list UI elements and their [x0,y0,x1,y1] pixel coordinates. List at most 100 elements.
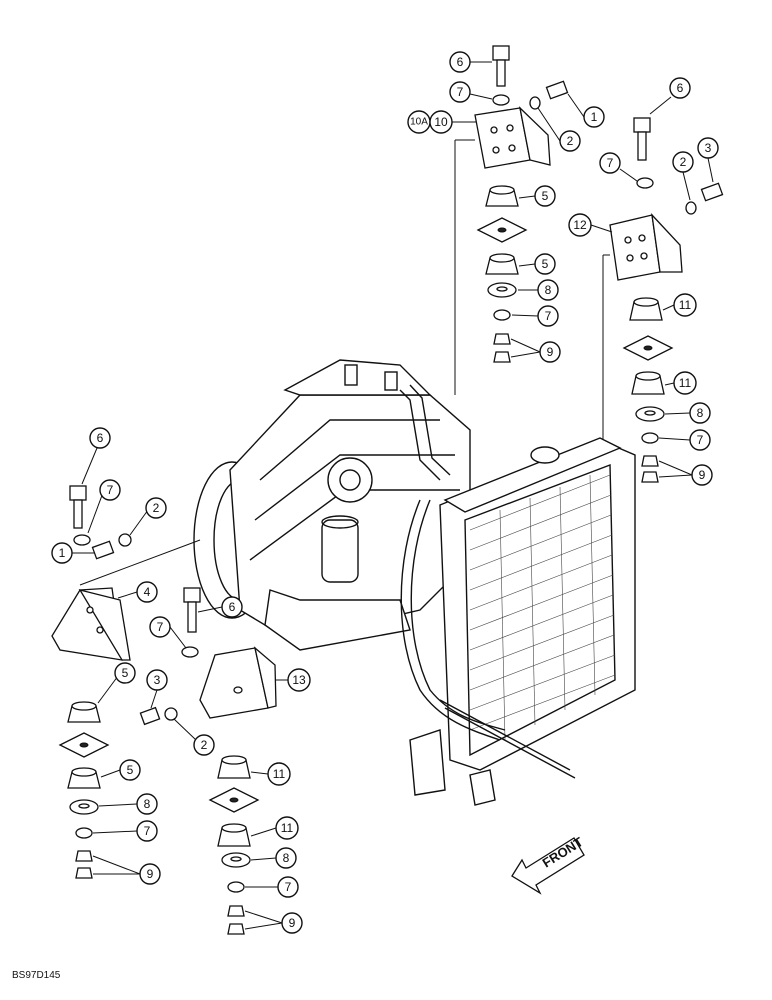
callout: 6 [669,77,691,99]
washer [641,432,659,444]
callout-label: 5 [542,257,549,271]
callout: 11 [673,293,697,317]
nut [75,867,93,879]
callout: 11 [275,816,299,840]
nut [641,455,659,467]
nut [75,850,93,862]
callout: 13 [287,668,311,692]
radiator-bottom-bracket [409,729,446,796]
nut [493,351,511,363]
callout-label: 10A [410,117,428,128]
callout-label: 11 [679,376,692,390]
callout: 9 [539,341,561,363]
callout: 6 [449,51,471,73]
washer [75,827,93,839]
callout: 7 [689,429,711,451]
bolt [91,540,115,560]
callout-label: 6 [229,600,236,614]
callout-label: 3 [705,141,712,155]
callout: 5 [119,759,141,781]
callout: 7 [277,876,299,898]
callout: 2 [559,130,581,152]
callout: 9 [281,912,303,934]
bolt-shank [187,601,197,633]
washer [685,201,697,215]
callout-label: 8 [283,851,290,865]
callout-label: 2 [201,738,208,752]
callout-label: 7 [107,483,114,497]
callout-label: 3 [154,673,161,687]
callout: 8 [136,793,158,815]
engine-assembly [193,359,636,806]
callout-label: 11 [679,298,692,312]
bolt [139,706,161,726]
turbocharger [327,457,373,503]
callout: 1 [583,106,605,128]
callout-label: 13 [292,673,306,687]
mount-parts-center-lower [139,587,277,935]
callout-label: 7 [697,433,704,447]
callout-label: 2 [153,501,160,515]
oil-filter [321,519,359,583]
washer [181,646,199,658]
callout: 5 [534,253,556,275]
callout: 11 [673,371,697,395]
callout-label: 8 [545,283,552,297]
callout-label: 5 [127,763,134,777]
callout-label: 7 [157,620,164,634]
callout-label: 6 [677,81,684,95]
callout-label: 12 [573,218,587,232]
callout-label: 9 [289,916,296,930]
callout: 2 [672,151,694,173]
nut [227,923,245,935]
washer [636,177,654,189]
bolt-head [633,117,651,133]
callout: 7 [149,616,171,638]
mount-parts-left [51,485,201,879]
callout: 6 [89,427,111,449]
figure-reference-code: BS97D145 [12,970,61,981]
callout: 2 [193,734,215,756]
washer [118,533,132,547]
callout: 3 [697,137,719,159]
bolt-head [69,485,87,501]
callout-leaders [72,61,714,930]
callout-label: 7 [607,156,614,170]
callout: 6 [221,596,243,618]
callout: 2 [145,497,167,519]
callout: 3 [146,669,168,691]
callout-label: 7 [545,309,552,323]
front-arrow-icon [511,837,585,895]
callout: 10A [407,110,431,134]
bolt-head [492,45,510,61]
washer [529,96,541,110]
callout-label: 9 [699,468,706,482]
oil-pan [264,589,411,651]
callout-label: 6 [457,55,464,69]
washer [164,707,178,721]
callout: 7 [136,820,158,842]
callout-label: 11 [273,767,286,781]
bolt [700,182,724,202]
bolt-shank [496,59,506,87]
nut [227,905,245,917]
nut [493,333,511,345]
radiator-core-hatching [469,474,616,741]
washer [73,534,91,546]
callout-label: 5 [542,189,549,203]
callout: 10 [429,110,453,134]
bolt-head [183,587,201,603]
mount-parts-top-right [602,117,724,483]
callout: 9 [691,464,713,486]
callout: 7 [537,305,559,327]
callout: 8 [689,402,711,424]
callout-label: 5 [122,666,129,680]
callout: 7 [99,479,121,501]
front-direction-arrow: FRONT [511,834,586,895]
callout: 5 [114,662,136,684]
callout-label: 7 [457,85,464,99]
callout: 11 [267,762,291,786]
callout-label: 10 [434,115,448,129]
washer [493,309,511,321]
callout: 8 [275,847,297,869]
